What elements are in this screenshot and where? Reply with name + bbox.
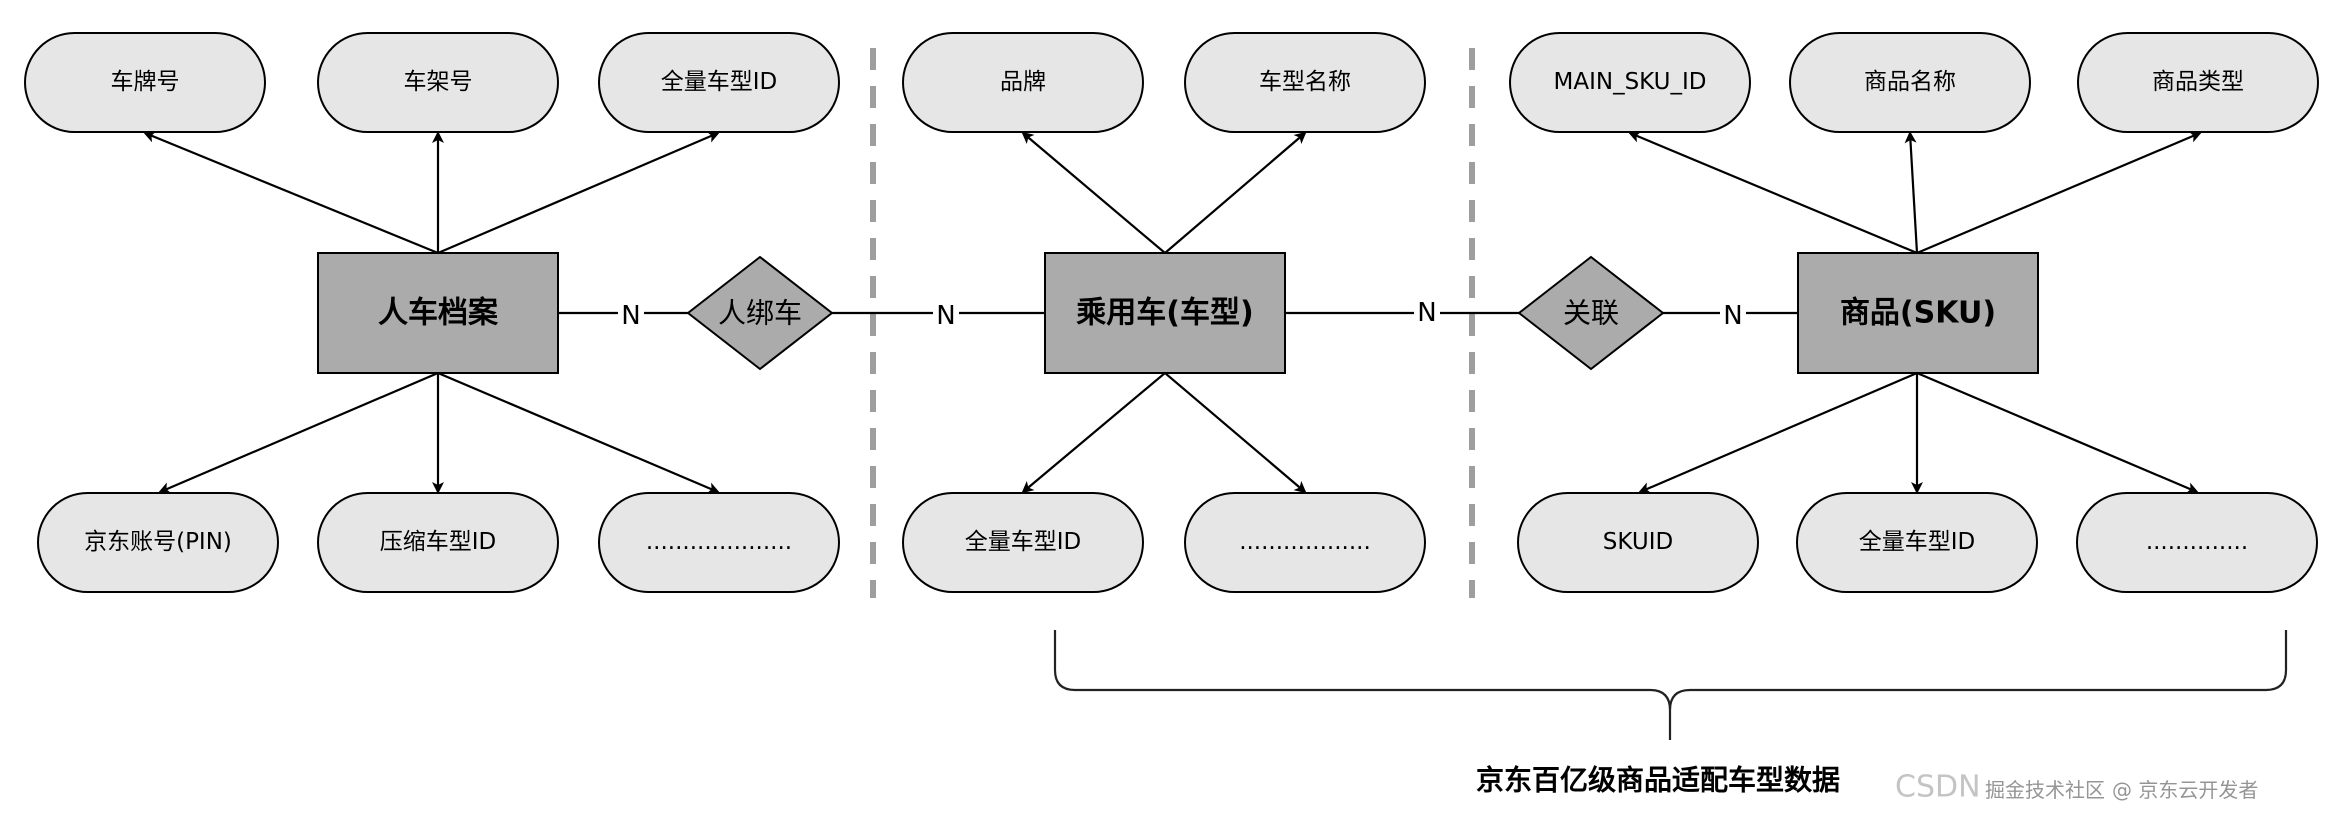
relationship-bind-label: 人绑车 <box>718 297 802 330</box>
attr-license-plate: 车牌号 <box>24 32 266 133</box>
edge-car-more <box>1164 372 1307 494</box>
cardinality-profile-bind: N <box>621 301 640 331</box>
edge-car-fullid <box>1021 372 1166 494</box>
attr-profile-more: .................... <box>598 492 840 593</box>
attr-compressed-model-id: 压缩车型ID <box>317 492 559 593</box>
attr-vin: 车架号 <box>317 32 559 133</box>
entity-vehicle-profile: 人车档案 <box>317 252 559 374</box>
edge-sku-type <box>1916 131 2202 255</box>
attr-car-more: .................. <box>1184 492 1426 593</box>
attr-car-full-model-id: 全量车型ID <box>902 492 1144 593</box>
attr-jd-pin-label: 京东账号(PIN) <box>84 529 232 555</box>
relationship-bind: 人绑车 <box>686 255 834 371</box>
edge-sku-name <box>1904 131 1919 254</box>
edge-sku-mainsku <box>1628 131 1918 255</box>
attr-car-full-model-id-label: 全量车型ID <box>965 529 1082 555</box>
attr-compressed-model-id-label: 压缩车型ID <box>380 529 497 555</box>
edge-profile-fullid <box>437 131 720 255</box>
attr-jd-pin: 京东账号(PIN) <box>37 492 279 593</box>
attr-sku-more-label: .............. <box>2146 529 2248 555</box>
attr-sku-full-model-id-label: 全量车型ID <box>1859 529 1976 555</box>
attr-product-name: 商品名称 <box>1789 32 2031 133</box>
attr-main-sku-id-label: MAIN_SKU_ID <box>1554 69 1707 95</box>
attr-profile-full-model-id: 全量车型ID <box>598 32 840 133</box>
attr-license-plate-label: 车牌号 <box>111 69 180 95</box>
relationship-associate-label: 关联 <box>1563 297 1619 330</box>
entity-vehicle-profile-label: 人车档案 <box>378 296 499 331</box>
attr-brand: 品牌 <box>902 32 1144 133</box>
diagram-caption: 京东百亿级商品适配车型数据 <box>1476 764 1840 797</box>
attr-product-name-label: 商品名称 <box>1864 69 1956 95</box>
attr-sku-full-model-id: 全量车型ID <box>1796 492 2038 593</box>
entity-sku-label: 商品(SKU) <box>1840 296 1996 331</box>
attr-model-name: 车型名称 <box>1184 32 1426 133</box>
edge-car-brand <box>1021 131 1166 254</box>
edge-profile-pin <box>158 371 439 494</box>
attr-main-sku-id: MAIN_SKU_ID <box>1509 32 1751 133</box>
cardinality-bind-car: N <box>936 301 955 331</box>
entity-passenger-car: 乘用车(车型) <box>1044 252 1286 374</box>
entity-sku: 商品(SKU) <box>1797 252 2039 374</box>
scope-brace <box>1053 630 2288 740</box>
attr-skuid-label: SKUID <box>1603 529 1673 555</box>
watermark-community: 掘金技术社区 <box>1985 778 2105 802</box>
attr-vin-label: 车架号 <box>404 69 473 95</box>
edge-profile-plate <box>143 131 439 255</box>
attr-sku-more: .............. <box>2076 492 2318 593</box>
attr-profile-full-model-id-label: 全量车型ID <box>661 69 778 95</box>
relationship-associate: 关联 <box>1517 255 1665 371</box>
attr-brand-label: 品牌 <box>1000 69 1046 95</box>
edge-profile-more <box>437 371 720 494</box>
watermark-author: @ 京东云开发者 <box>2112 778 2258 802</box>
edge-sku-skuid <box>1638 371 1918 494</box>
attr-skuid: SKUID <box>1517 492 1759 593</box>
edge-car-modelname <box>1164 131 1307 254</box>
watermark-csdn: CSDN <box>1895 770 1981 805</box>
attr-profile-more-label: .................... <box>646 529 792 555</box>
attr-model-name-label: 车型名称 <box>1259 69 1351 95</box>
edge-sku-more <box>1916 371 2199 494</box>
attr-product-type-label: 商品类型 <box>2152 69 2244 95</box>
attr-product-type: 商品类型 <box>2077 32 2319 133</box>
attr-car-more-label: .................. <box>1239 529 1371 555</box>
cardinality-assoc-sku: N <box>1723 301 1742 331</box>
entity-passenger-car-label: 乘用车(车型) <box>1076 296 1253 331</box>
cardinality-car-assoc: N <box>1417 298 1436 328</box>
